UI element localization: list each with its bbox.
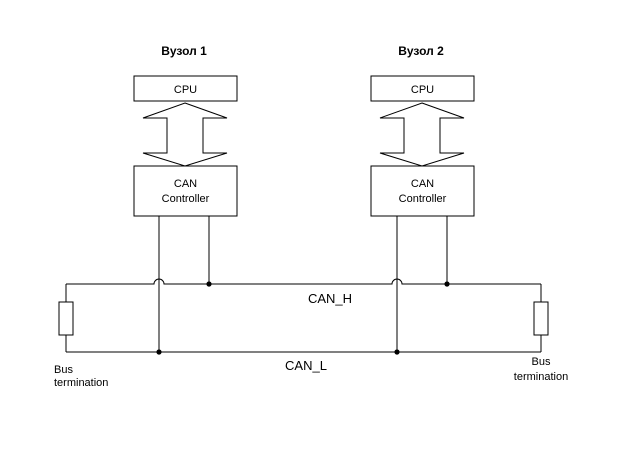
node-2-cpu-label: CPU	[411, 84, 434, 96]
right-termination-resistor	[533, 301, 549, 336]
node-1-controller-line1: CAN	[174, 178, 197, 190]
node-2-title: Вузол 2	[398, 44, 444, 58]
node-1-bidirectional-arrow	[142, 102, 228, 167]
node-2-controller-line1: CAN	[411, 178, 434, 190]
junction-dot	[444, 281, 450, 287]
left-termination-resistor	[58, 301, 74, 336]
node-1-controller-line2: Controller	[162, 193, 210, 205]
right-termination-label-line1: Bus	[532, 356, 551, 368]
right-bus-termination: Bus termination	[514, 284, 568, 383]
node-1: Вузол 1 CPU CAN Controller	[133, 44, 238, 217]
left-bus-termination: Bus termination	[54, 284, 108, 389]
node-2-can-controller-box	[370, 165, 475, 217]
node-1-title: Вузол 1	[161, 44, 207, 58]
node-2-bidirectional-arrow	[379, 102, 465, 167]
can-l-label: CAN_L	[285, 358, 327, 373]
can-h-label: CAN_H	[308, 291, 352, 306]
node-1-can-controller-box	[133, 165, 238, 217]
can-h-line	[66, 278, 541, 285]
right-termination-label-line2: termination	[514, 371, 568, 383]
node-1-cpu-box	[133, 75, 238, 102]
junction-dot	[156, 349, 162, 355]
junction-dot	[206, 281, 212, 287]
node-2: Вузол 2 CPU CAN Controller	[370, 44, 475, 217]
left-termination-label-line2: termination	[54, 377, 108, 389]
junction-dot	[394, 349, 400, 355]
node-2-cpu-box	[370, 75, 475, 102]
left-termination-label-line1: Bus	[54, 364, 73, 376]
node-2-controller-line2: Controller	[399, 193, 447, 205]
node-1-cpu-label: CPU	[174, 84, 197, 96]
